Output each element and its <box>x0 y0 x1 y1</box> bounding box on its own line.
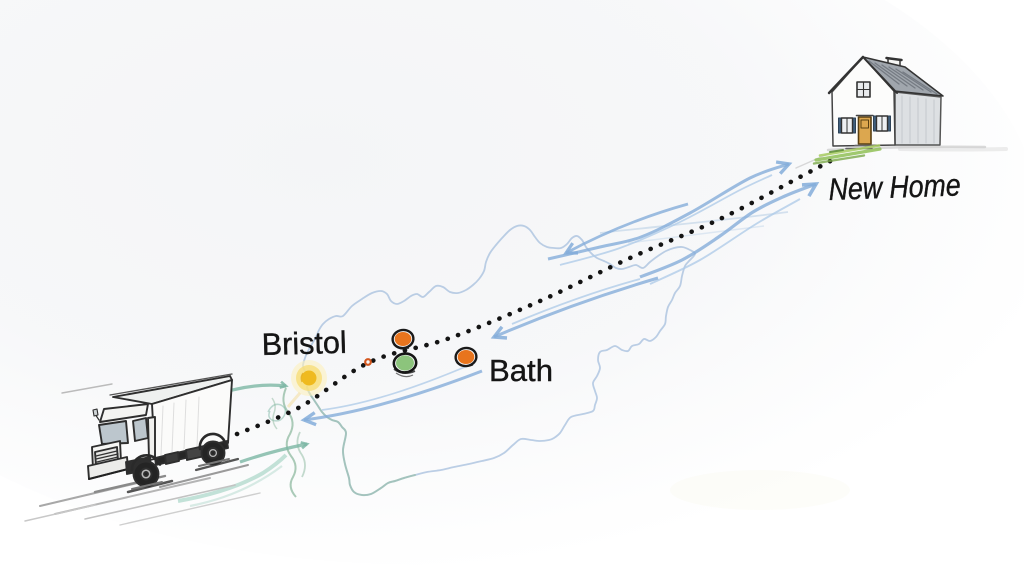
svg-text:New Home: New Home <box>828 167 961 207</box>
svg-text:Bath: Bath <box>489 353 553 388</box>
svg-text:Bristol: Bristol <box>261 325 347 362</box>
